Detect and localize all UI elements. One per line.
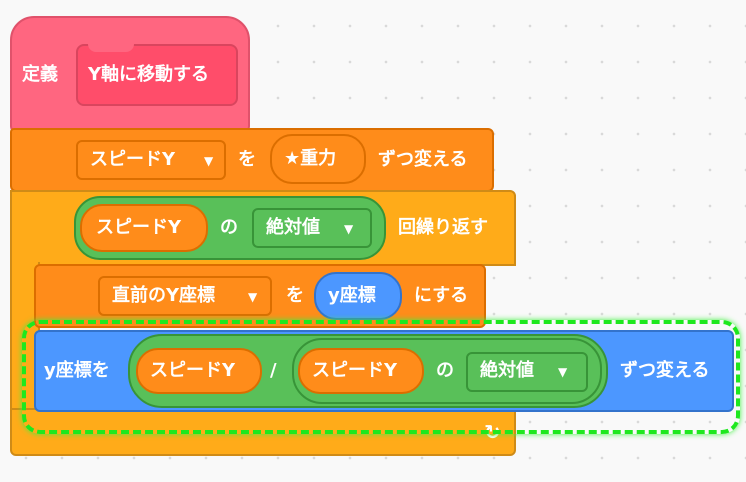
set-variable-dropdown-label: 直前のY座標	[112, 285, 216, 306]
variable-dropdown[interactable]	[76, 140, 226, 180]
particle-wo: を	[238, 149, 256, 170]
gravity-reporter-label: ★重力	[284, 148, 337, 169]
inner-speed-y-label: スピードY	[312, 360, 398, 381]
function-dropdown[interactable]	[252, 208, 372, 248]
function-dropdown-label: 絶対値	[266, 217, 320, 238]
highlight-outline	[22, 320, 740, 434]
numerator-label: スピードY	[150, 360, 236, 381]
change-suffix: ずつ変える	[378, 149, 468, 170]
chevron-down-icon: ▼	[558, 365, 568, 379]
change-y-suffix: ずつ変える	[620, 360, 710, 381]
inner-speed-y-reporter[interactable]	[298, 348, 424, 394]
repeat-suffix: 回繰り返す	[398, 217, 488, 238]
custom-block-name: Y軸に移動する	[88, 64, 210, 85]
gravity-reporter[interactable]	[270, 134, 366, 184]
speed-y-reporter-label: スピードY	[96, 217, 182, 238]
particle-no: の	[436, 360, 454, 381]
y-position-reporter-label: y座標	[328, 285, 376, 306]
particle-wo: を	[286, 285, 304, 306]
change-y-label: y座標を	[44, 360, 110, 381]
chevron-down-icon: ▼	[204, 154, 214, 168]
inner-function-dropdown[interactable]	[466, 352, 588, 392]
define-keyword: 定義	[22, 64, 58, 85]
y-position-reporter[interactable]	[314, 272, 402, 320]
divide-sign: /	[270, 360, 277, 381]
custom-block-name-slot[interactable]	[76, 44, 238, 106]
speed-y-reporter[interactable]	[80, 204, 208, 252]
numerator-speed-y-reporter[interactable]	[136, 348, 262, 394]
variable-dropdown-label: スピードY	[90, 149, 176, 170]
chevron-down-icon: ▼	[248, 290, 258, 304]
inner-function-dropdown-label: 絶対値	[480, 360, 534, 381]
particle-no: の	[220, 217, 238, 238]
chevron-down-icon: ▼	[344, 222, 354, 236]
define-notch	[88, 42, 134, 52]
set-suffix: にする	[414, 285, 469, 306]
set-variable-dropdown[interactable]	[98, 276, 272, 316]
